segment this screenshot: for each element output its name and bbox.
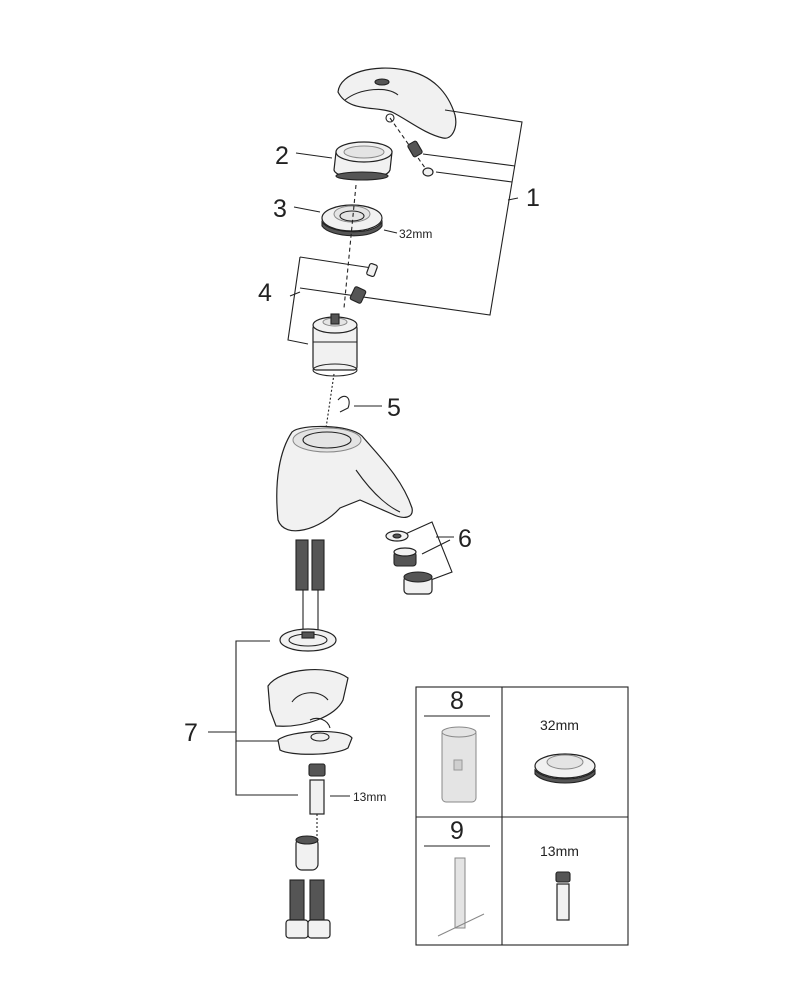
cap-part bbox=[333, 141, 393, 181]
callout-6-bracket bbox=[391, 521, 453, 585]
faucet-body bbox=[276, 425, 413, 532]
tool9-hex-key bbox=[437, 857, 485, 937]
tool8-number: 8 bbox=[450, 687, 464, 715]
tool8-size-label: 32mm bbox=[540, 717, 579, 733]
callout-1: 1 bbox=[526, 184, 540, 212]
callout-3-leader bbox=[293, 206, 321, 213]
mounting-gasket bbox=[267, 668, 349, 727]
cartridge-part bbox=[312, 313, 358, 377]
handle-part bbox=[337, 67, 457, 176]
callout-3: 3 bbox=[273, 195, 287, 223]
aerator-housing bbox=[403, 571, 433, 595]
tool8-socket-wrench bbox=[441, 726, 477, 803]
supply-hoses bbox=[295, 539, 325, 640]
aerator-washer bbox=[385, 530, 409, 542]
handle-cap bbox=[422, 167, 434, 177]
mounting-plate bbox=[277, 717, 353, 755]
handle-screw bbox=[407, 140, 423, 158]
aerator-insert bbox=[393, 547, 417, 567]
fitting-size-label: 13mm bbox=[353, 790, 386, 804]
nut-size-label: 32mm bbox=[399, 227, 432, 241]
callout-7: 7 bbox=[184, 719, 198, 747]
tools-box bbox=[415, 686, 629, 946]
callout-4-bracket bbox=[287, 256, 373, 345]
callout-7-bracket bbox=[208, 640, 298, 796]
callout-1-bracket bbox=[299, 109, 523, 316]
tool8-nut-icon bbox=[534, 753, 596, 784]
threaded-fitting bbox=[308, 763, 326, 840]
tool9-size-label: 13mm bbox=[540, 843, 579, 859]
cartridge-adapter bbox=[349, 286, 367, 304]
callout-5: 5 bbox=[387, 394, 401, 422]
callout-6: 6 bbox=[458, 525, 472, 553]
cartridge-screw bbox=[366, 262, 378, 278]
callout-2-leader bbox=[295, 152, 333, 159]
nut-dim-leader bbox=[383, 229, 398, 234]
chain-part bbox=[324, 373, 350, 436]
tool9-fitting-icon bbox=[555, 871, 571, 921]
hose-weight bbox=[295, 835, 319, 871]
mounting-ring bbox=[279, 628, 337, 652]
tool9-number: 9 bbox=[450, 817, 464, 845]
callout-4: 4 bbox=[258, 279, 272, 307]
hose-connectors bbox=[285, 879, 331, 939]
callout-2: 2 bbox=[275, 142, 289, 170]
nut-part bbox=[321, 204, 383, 237]
